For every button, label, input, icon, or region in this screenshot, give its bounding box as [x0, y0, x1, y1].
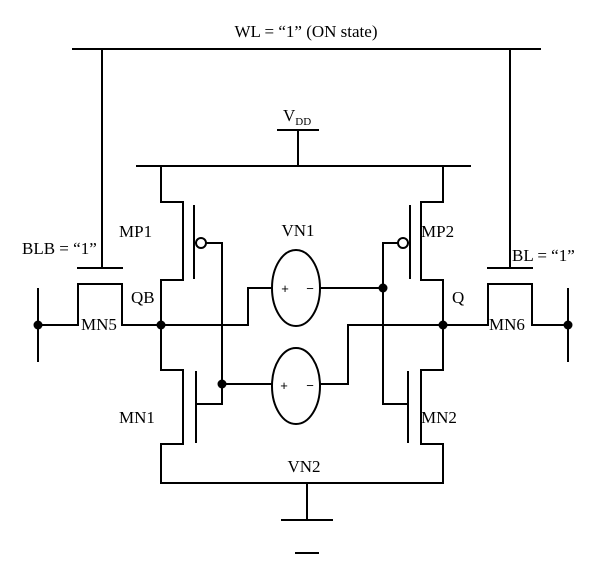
- vdd-label: VDD: [283, 106, 311, 128]
- bl-label: BL = “1”: [512, 246, 575, 265]
- q-junction-dot: [438, 320, 448, 330]
- vn1-plus-wire: [160, 287, 273, 326]
- qb-label: QB: [131, 288, 155, 307]
- vn2-minus-wire: [319, 324, 444, 385]
- mp2-gate-bubble: [397, 237, 409, 249]
- mn6-label: MN6: [489, 315, 525, 334]
- mp1-gate-wire: [205, 242, 223, 385]
- mn1-gate-wire: [195, 383, 223, 405]
- mp1-gate-junction-dot: [217, 379, 227, 389]
- qb-junction-dot: [156, 320, 166, 330]
- vn1-plus: +: [281, 281, 289, 296]
- mp1-gate-bubble: [195, 237, 207, 249]
- blb-label: BLB = “1”: [22, 239, 97, 258]
- mp2-label: MP2: [421, 222, 454, 241]
- vn1-minus: −: [306, 281, 314, 296]
- mn5-channel: [37, 283, 162, 326]
- mn5-label: MN5: [81, 315, 117, 334]
- vn2-source: [271, 347, 321, 425]
- mn1-channel: [160, 369, 184, 445]
- vn1-label: VN1: [281, 221, 314, 240]
- mp2-gate-wire: [382, 242, 399, 405]
- vn2-minus: −: [306, 378, 314, 393]
- wordline-label: WL = “1” (ON state): [234, 22, 377, 41]
- mn1-label: MN1: [119, 408, 155, 427]
- mn2-channel: [420, 369, 444, 445]
- mp1-label: MP1: [119, 222, 152, 241]
- blb-junction-dot: [33, 320, 43, 330]
- mp2-gate-junction-dot: [378, 283, 388, 293]
- vn2-plus: +: [280, 378, 288, 393]
- mp2-channel: [420, 201, 444, 281]
- mn6-channel: [442, 283, 569, 326]
- q-label: Q: [452, 288, 464, 307]
- bl-junction-dot: [563, 320, 573, 330]
- mn2-label: MN2: [421, 408, 457, 427]
- mp1-channel: [160, 201, 184, 281]
- vn2-label: VN2: [287, 457, 320, 476]
- ground-rail: [160, 443, 444, 484]
